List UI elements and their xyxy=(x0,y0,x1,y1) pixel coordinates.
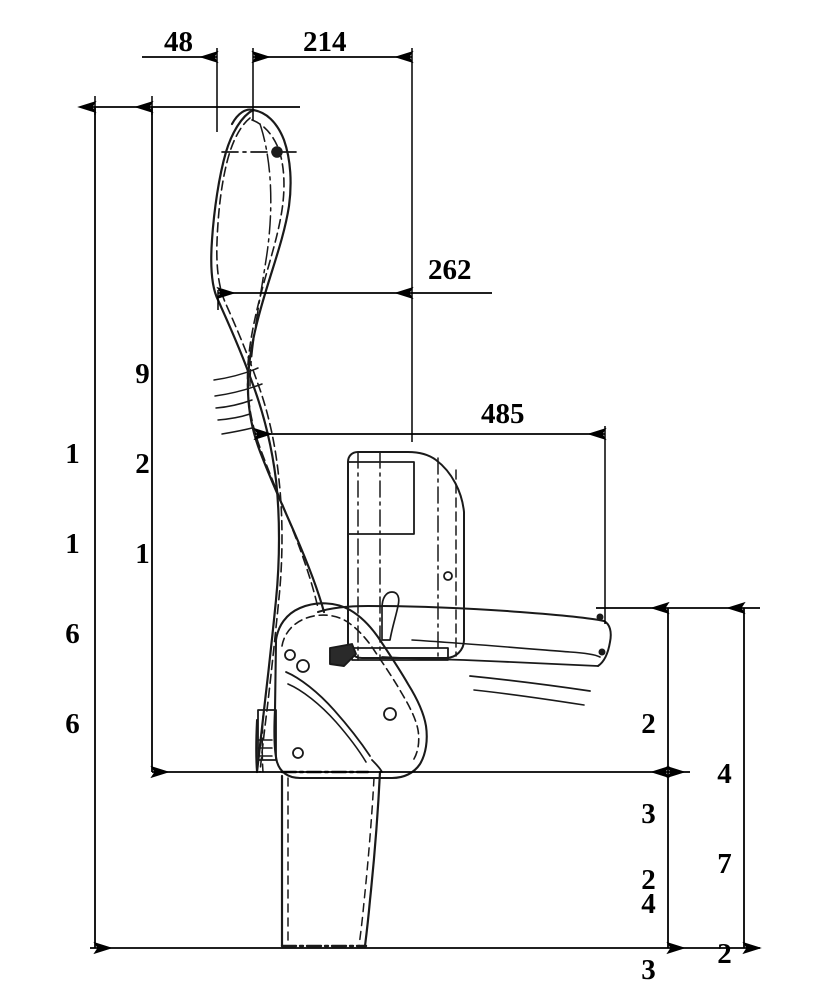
pedestal-right-wall xyxy=(363,770,382,948)
bolt-hole-3 xyxy=(383,707,397,721)
pivot-wedge-block xyxy=(329,643,357,667)
dim-label-472: 4 7 2 xyxy=(710,700,739,1000)
dim-label-472-digit-1: 7 xyxy=(717,848,732,881)
bolt-hole-1 xyxy=(284,649,296,661)
seat-cushion-under-surface xyxy=(381,656,599,667)
tilt-frame-curve-rib-2 xyxy=(287,683,367,763)
tilt-frame-inner-dashed xyxy=(281,614,420,763)
backrest-inner-dashed-front xyxy=(216,117,283,773)
dim-label-234: 2 3 4 xyxy=(634,650,663,979)
cushion-front-node xyxy=(596,613,604,621)
base-transition-link xyxy=(371,759,383,773)
dim-label-234-digit-1: 3 xyxy=(641,798,656,831)
dim-label-238: 2 3 8 xyxy=(634,806,663,1000)
extension-lines xyxy=(94,48,606,624)
dim-label-238-digit-0: 2 xyxy=(641,864,656,897)
dim-label-234-digit-0: 2 xyxy=(641,708,656,741)
dim-label-262: 262 xyxy=(428,254,472,286)
feature-circles xyxy=(271,146,606,759)
dim-label-921-digit-2: 1 xyxy=(135,537,150,570)
seat-pan-lower-rail xyxy=(469,675,591,692)
seat-pan-lower-rail-2 xyxy=(473,689,585,706)
dim-label-921-digit-0: 9 xyxy=(135,358,150,391)
headrest-top-cap xyxy=(230,108,255,126)
dim-label-48: 48 xyxy=(164,26,193,58)
dim-label-472-digit-0: 4 xyxy=(717,758,732,791)
dim-label-921: 9 2 1 xyxy=(128,300,157,629)
lumbar-rib-lines xyxy=(213,367,263,435)
backrest-inner-dashed-rear xyxy=(246,119,319,609)
console-outer-shell xyxy=(347,451,465,659)
dim-leader-bottom xyxy=(90,771,760,949)
dim-label-238-digit-1: 3 xyxy=(641,954,656,987)
dim-label-921-digit-1: 2 xyxy=(135,448,150,481)
console-latch-detail xyxy=(381,591,400,641)
seat-geometry xyxy=(210,108,612,948)
dim-label-485: 485 xyxy=(481,398,525,430)
pedestal-right-wall-dashed xyxy=(358,777,375,947)
backrest-rear-contour xyxy=(246,108,326,614)
tilt-frame-outer xyxy=(273,602,428,780)
bolt-hole-2 xyxy=(296,659,310,673)
frame-left-flange-detail xyxy=(257,739,273,757)
dim-label-214: 214 xyxy=(303,26,347,58)
seat-cushion-front-edge xyxy=(597,620,612,667)
cushion-rear-node xyxy=(598,648,606,656)
seat-cushion-mid-line xyxy=(411,639,601,658)
headrest-vertical-chain xyxy=(249,123,272,387)
dim-label-1166-digit-2: 6 xyxy=(65,617,80,650)
dimension-lines xyxy=(77,48,762,955)
frame-left-flange xyxy=(257,709,277,761)
backrest-lower-shell xyxy=(255,719,258,773)
dim-label-472-digit-2: 2 xyxy=(717,937,732,970)
dim-label-1166-digit-1: 1 xyxy=(65,528,80,561)
backrest-lower-shell-dashed xyxy=(261,715,264,773)
tilt-frame-curve-rib xyxy=(285,671,371,757)
headrest-pivot-point xyxy=(271,146,283,158)
backrest-front-contour xyxy=(210,108,281,774)
console-top-panel xyxy=(347,461,415,535)
seat-pan-hole xyxy=(443,571,453,581)
dim-label-1166-digit-0: 1 xyxy=(65,438,80,471)
dim-label-1166: 1 1 6 6 xyxy=(58,380,87,799)
dim-label-234-digit-2: 4 xyxy=(641,887,656,920)
seat-cushion-top-surface xyxy=(317,605,605,622)
dim-label-1166-digit-3: 6 xyxy=(65,707,80,740)
bolt-hole-4 xyxy=(292,747,304,759)
